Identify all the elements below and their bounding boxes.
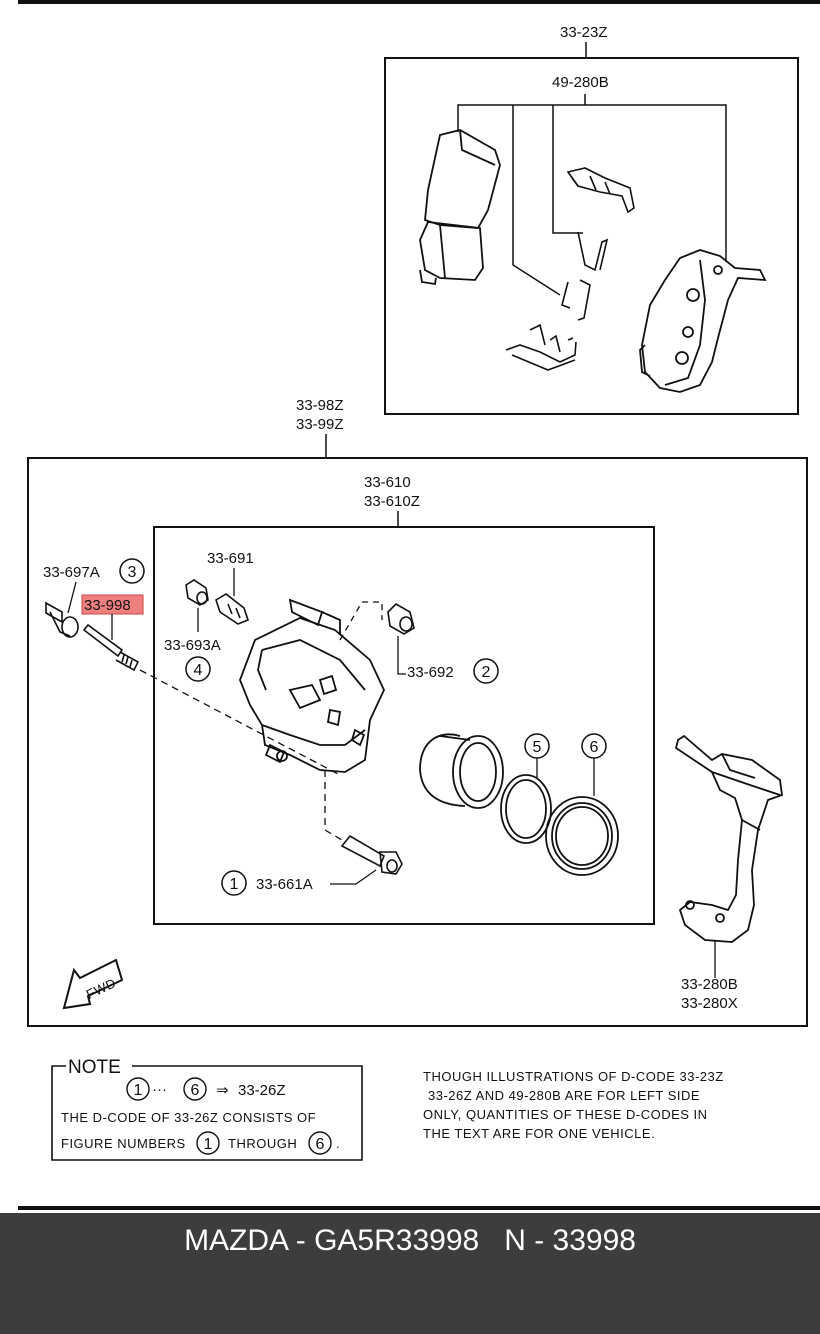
disclaimer-line3: ONLY, QUANTITIES OF THESE D-CODES IN [423,1107,708,1122]
top-border [18,0,820,4]
label-caliper-asm-2[interactable]: 33-99Z [296,416,344,433]
pad-kit-group: 33-23Z 49-280B [384,24,799,415]
disclaimer-line1: THOUGH ILLUSTRATIONS OF D-CODE 33-23Z [423,1069,724,1084]
svg-text:6: 6 [590,739,599,756]
disclaimer-text: THOUGH ILLUSTRATIONS OF D-CODE 33-23Z 33… [423,1069,724,1141]
bleeder-screw-part [215,593,249,625]
svg-text:1: 1 [204,1136,213,1153]
label-boot[interactable]: 33-697A [43,564,100,581]
piston-seal-part [500,774,552,844]
inner-brake-pad [419,129,501,286]
disclaimer-line4: THE TEXT ARE FOR ONE VEHICLE. [423,1126,655,1141]
svg-text:1: 1 [230,876,239,893]
svg-text:4: 4 [194,662,203,679]
caliper-bracket-part [674,734,783,943]
label-pad-kit[interactable]: 33-23Z [560,24,608,41]
circle-1: 1 [221,870,247,896]
label-guide-pin[interactable]: 33-998 [84,597,131,614]
note-range-to: 6 [191,1082,200,1099]
svg-text:2: 2 [482,664,491,681]
note-range-from: 1 [134,1082,143,1099]
label-bleeder-screw[interactable]: 33-691 [207,550,254,567]
svg-text:5: 5 [533,739,542,756]
circle-2: 2 [473,658,499,684]
piston-part [419,733,504,809]
label-shim-kit[interactable]: 49-280B [552,74,609,91]
bleeder-cap-part [185,579,209,606]
caliper-body-box [153,526,655,925]
note-line3-b: THROUGH [228,1136,297,1151]
part-number-caption: MAZDA - GA5R33998 N - 33998 [184,1224,636,1257]
footer-bar [0,1213,820,1334]
note-line2: THE D-CODE OF 33-26Z CONSISTS OF [61,1110,316,1125]
anti-squeal-shim-top [566,167,635,214]
fwd-label: FWD [84,975,119,1002]
circle-5: 5 [524,733,550,759]
label-caliper-asm-1[interactable]: 33-98Z [296,397,344,414]
label-caliper-body-1[interactable]: 33-610 [364,474,411,491]
note-line3-a: FIGURE NUMBERS [61,1136,186,1151]
outer-brake-pad [639,249,767,393]
pin-boot-692-part [387,603,415,635]
note-arrow: ⇒ [216,1082,229,1099]
note-range-dots: ··· [152,1081,167,1098]
note-title: NOTE [68,1057,121,1078]
pin-boot-part [45,601,79,638]
note-box: NOTE 1 ··· 6 ⇒ 33-26Z THE D-CODE OF 33-2… [51,1057,363,1161]
svg-text:6: 6 [316,1136,325,1153]
note-kit[interactable]: 33-26Z [238,1082,286,1099]
brake-caliper-diagram: 33-23Z 49-280B [18,0,820,1210]
circle-6: 6 [581,733,607,759]
pad-spring-clip-lower [561,279,591,321]
disclaimer-line2: 33-26Z AND 49-280B ARE FOR LEFT SIDE [428,1088,700,1103]
svg-text:3: 3 [128,564,137,581]
dust-boot-part [545,796,619,876]
circle-3: 3 [119,558,145,584]
label-bolt[interactable]: 33-661A [256,876,313,893]
note-line3-c: . [336,1136,340,1151]
label-bracket-1[interactable]: 33-280B [681,976,738,993]
caliper-assembly-group: 33-98Z 33-99Z 33-610 33-610Z 33-697A 3 3… [27,397,808,1027]
caliper-assembly-box [27,457,808,1027]
guide-pin-part [82,623,140,672]
caliper-housing-part [239,598,385,773]
forward-arrow-icon: FWD [62,958,124,1010]
circle-4: 4 [185,656,211,682]
label-bracket-2[interactable]: 33-280X [681,995,738,1012]
bolt-part [340,834,403,875]
label-bleeder-cap[interactable]: 33-693A [164,637,221,654]
label-caliper-body-2[interactable]: 33-610Z [364,493,420,510]
anti-squeal-shim-bottom [505,323,577,371]
bottom-border [18,1206,820,1210]
pad-spring-clip-upper [577,231,609,272]
pad-kit-box [384,57,799,415]
label-pin-boot[interactable]: 33-692 [407,664,454,681]
